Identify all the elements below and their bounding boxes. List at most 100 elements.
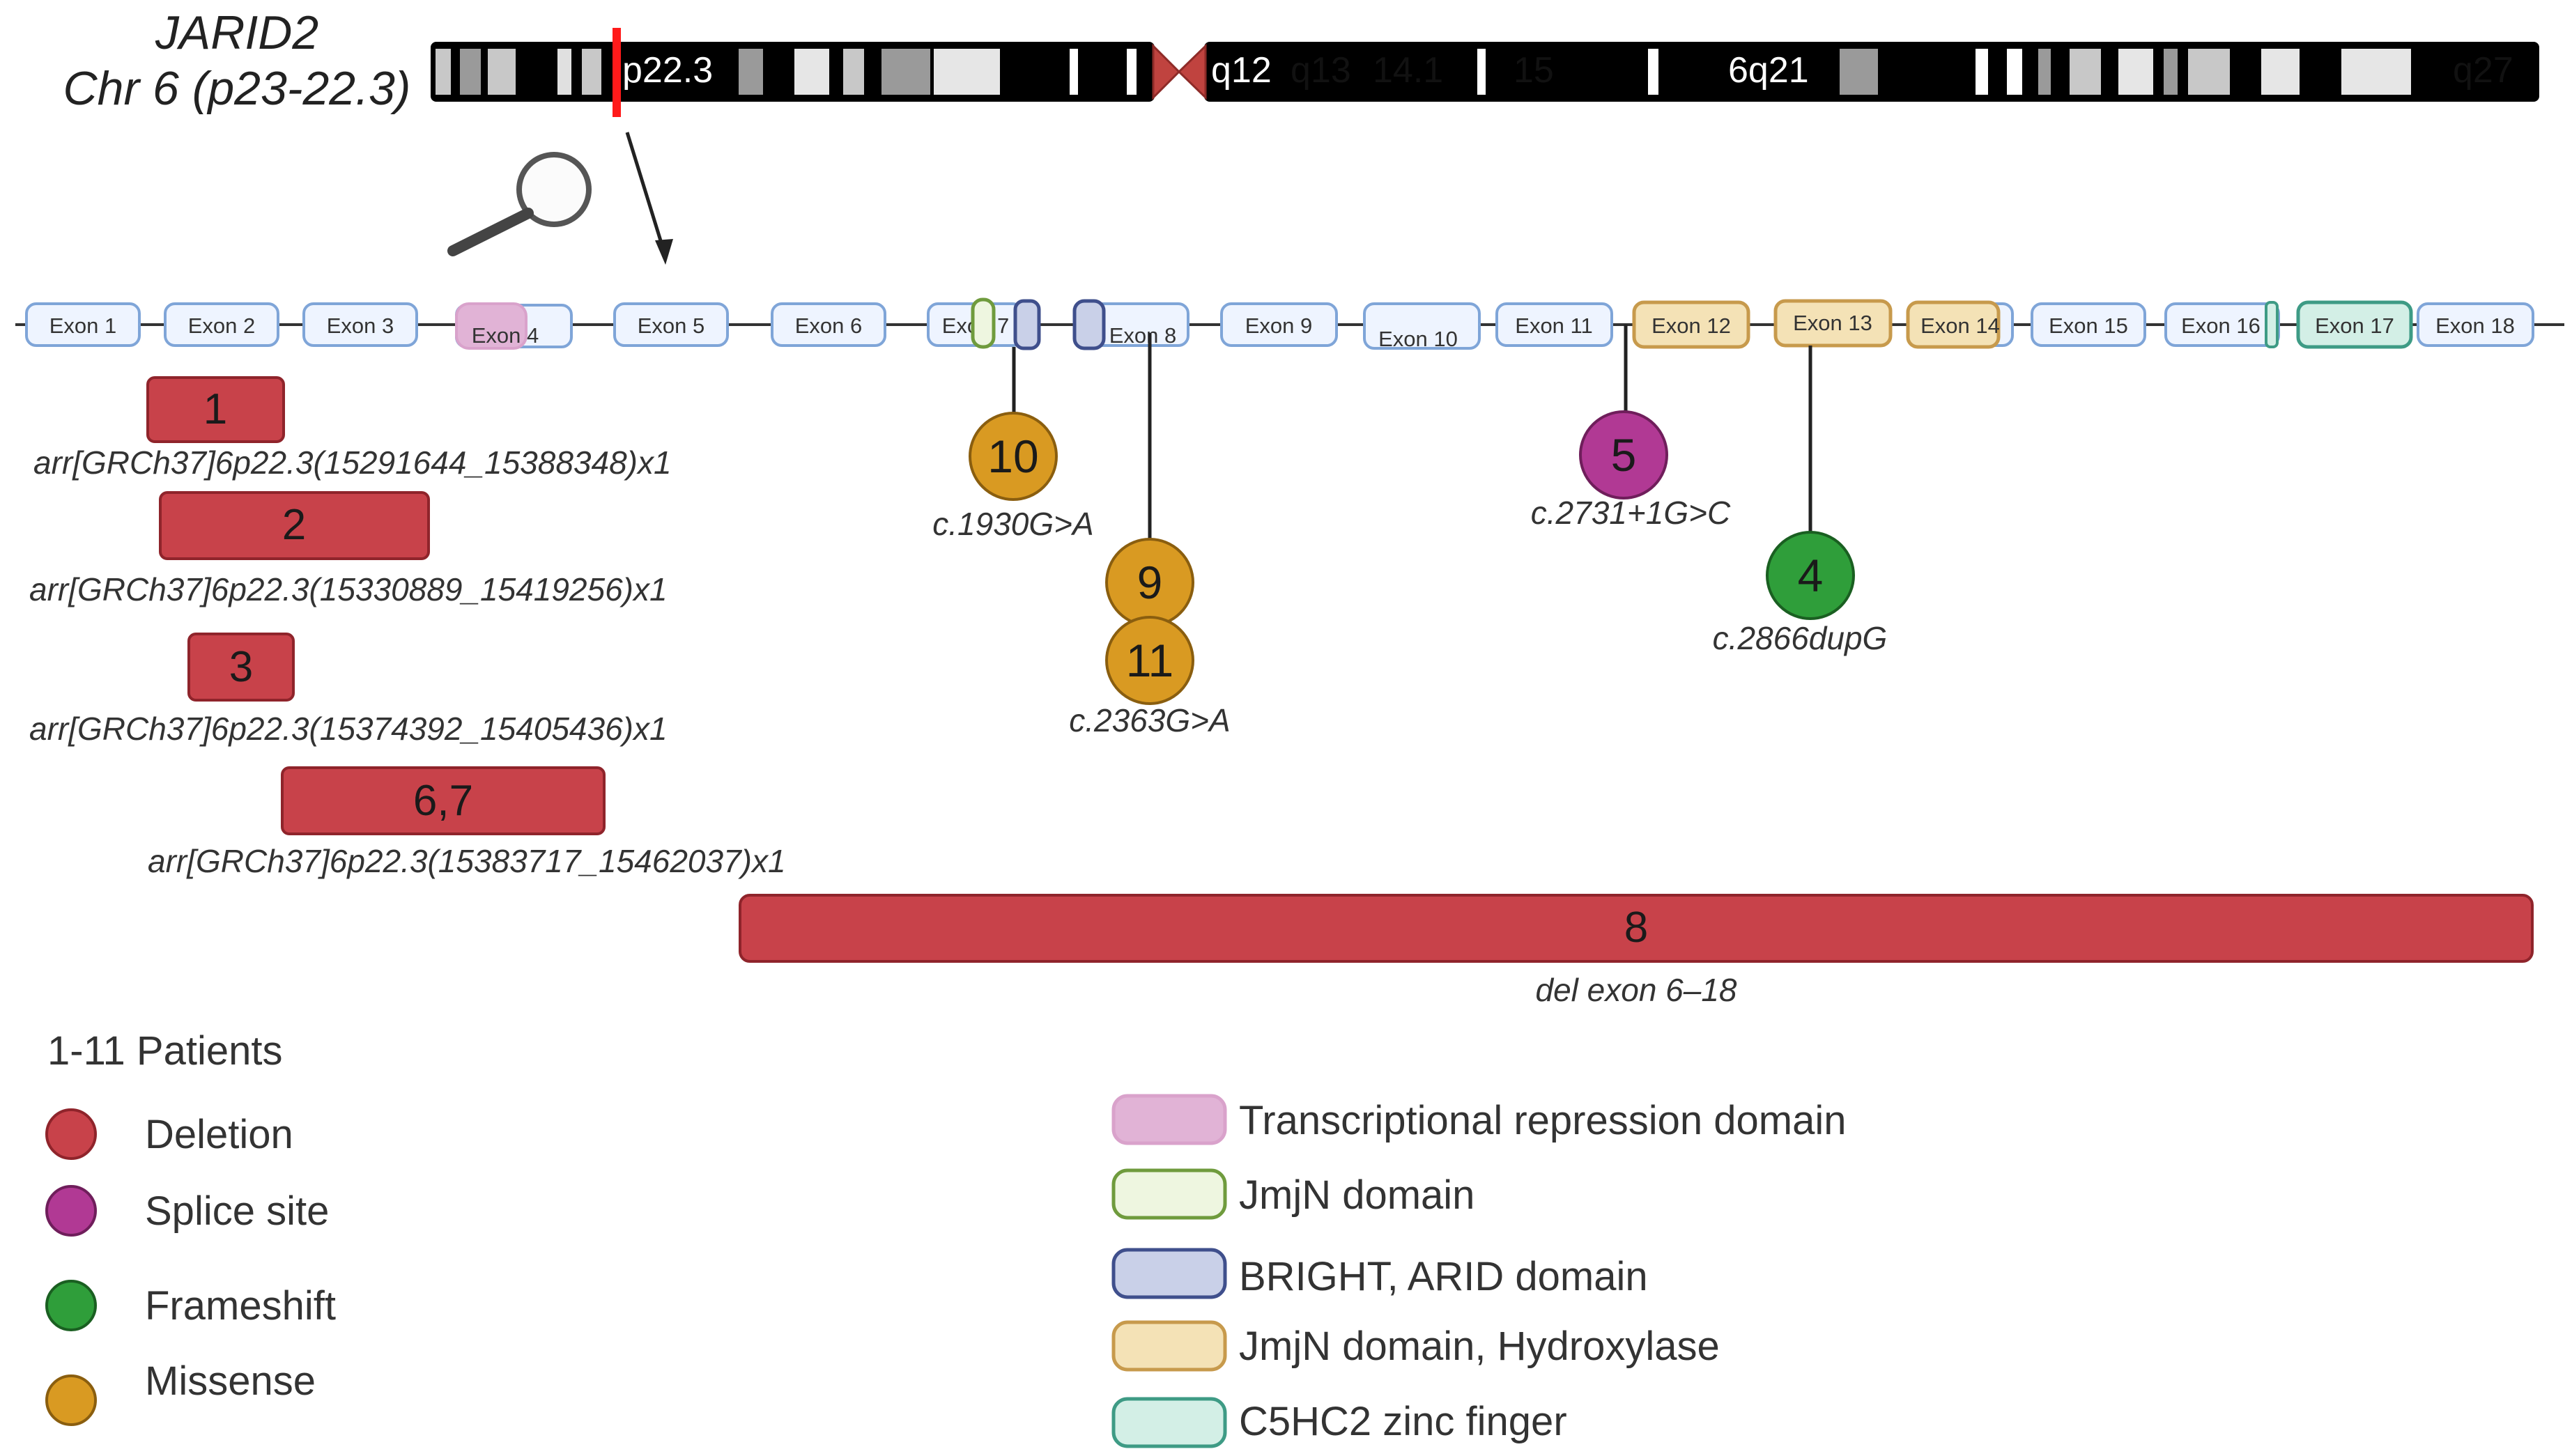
chromosome-band xyxy=(2118,49,2153,95)
chromosome-band xyxy=(582,49,601,95)
chromosome-band xyxy=(934,49,1000,95)
chromosome-band xyxy=(881,49,930,95)
chromosome-band xyxy=(1127,49,1137,95)
chromosome-band xyxy=(794,49,829,95)
legend-swatch xyxy=(45,1374,97,1426)
legend-label: C5HC2 zinc finger xyxy=(1239,1399,1567,1444)
exon-15-box xyxy=(2031,302,2146,347)
variant-marker xyxy=(1766,531,1855,620)
deletion-id: 1 xyxy=(203,385,227,433)
chromosome-band xyxy=(739,49,763,95)
variant-hgvs: c.2866dupG xyxy=(1713,620,1888,656)
legend-label: Splice site xyxy=(145,1188,329,1234)
variant-marker xyxy=(1105,616,1194,705)
legend-label: JmjN domain xyxy=(1239,1172,1474,1218)
chromosome-band xyxy=(2164,49,2178,95)
legend-label: Transcriptional repression domain xyxy=(1239,1098,1846,1143)
hydroxylase-domain xyxy=(1906,300,2001,349)
deletion-annotation: arr[GRCh37]6p22.3(15374392_15405436)x1 xyxy=(29,711,668,747)
deletion-id: 3 xyxy=(229,643,253,691)
variant-marker xyxy=(969,412,1058,501)
deletion-annotation: arr[GRCh37]6p22.3(15383717_15462037)x1 xyxy=(148,843,786,879)
exon-2-box xyxy=(164,302,279,347)
exon-label: Exon 9 xyxy=(1245,313,1313,338)
legend-swatch xyxy=(45,1185,97,1237)
deletion-id: 6,7 xyxy=(413,777,473,825)
band-label: q13 xyxy=(1291,50,1351,91)
exon-label: Exon 15 xyxy=(2049,313,2128,338)
band-label: q27 xyxy=(2453,50,2513,91)
band-label: p22.3 xyxy=(622,50,713,91)
legend-label: Deletion xyxy=(145,1112,293,1157)
band-label: 6q21 xyxy=(1728,50,1809,91)
exon-label: Exon 4 xyxy=(472,323,539,348)
exon-label: Exon 17 xyxy=(2315,313,2394,338)
chromosome-band xyxy=(2007,49,2022,95)
exon-9-box xyxy=(1220,302,1338,347)
legend-swatch xyxy=(1111,1168,1227,1220)
exon-label: Exon 5 xyxy=(638,313,705,338)
band-label: 15 xyxy=(1514,50,1554,91)
variant-id: 9 xyxy=(1137,557,1163,608)
gene-name: JARID2 xyxy=(155,6,318,59)
repression-domain xyxy=(455,302,528,350)
zoom-arrow-head xyxy=(655,239,673,265)
exon-10-box xyxy=(1363,302,1481,350)
legend-swatch xyxy=(1111,1397,1227,1448)
variant-marker xyxy=(1579,410,1668,499)
chromosome-band xyxy=(1477,49,1486,95)
exon-17-box xyxy=(2296,300,2413,349)
chromosome-band xyxy=(1070,49,1078,95)
gene-location: Chr 6 (p23-22.3) xyxy=(63,62,411,115)
legend-swatch xyxy=(1111,1248,1227,1299)
chromosome-band xyxy=(2341,49,2411,95)
band-label: 14.1 xyxy=(1373,50,1443,91)
deletion-annotation: del exon 6–18 xyxy=(1535,972,1737,1008)
exon-label: Exon 18 xyxy=(2435,313,2515,338)
variant-hgvs: c.2731+1G>C xyxy=(1531,495,1731,531)
exon-label: Exon 8 xyxy=(1109,323,1177,348)
exon-6-box xyxy=(771,302,886,347)
exon-label: Exon 13 xyxy=(1793,311,1872,335)
deletion-bar xyxy=(146,376,285,443)
variant-id: 10 xyxy=(987,431,1038,482)
legend-label: Missense xyxy=(145,1358,316,1404)
variant-hgvs: c.2363G>A xyxy=(1069,702,1230,738)
exon-label: Exon 3 xyxy=(327,313,394,338)
chromosome-band xyxy=(2038,49,2051,95)
deletion-bar xyxy=(281,766,606,835)
chromosome-p-arm xyxy=(431,42,1155,102)
variant-id: 11 xyxy=(1126,635,1174,686)
exon-11-box xyxy=(1495,302,1613,347)
chromosome-band xyxy=(1976,49,1988,95)
exon-label: Exon 12 xyxy=(1651,313,1731,338)
deletion-id: 2 xyxy=(282,501,306,549)
arid-domain xyxy=(1072,299,1106,350)
variant-hgvs: c.1930G>A xyxy=(932,506,1093,542)
legend-swatch xyxy=(45,1108,97,1160)
chromosome-band xyxy=(2188,49,2230,95)
chromosome-band xyxy=(460,49,481,95)
chromosome-band xyxy=(843,49,864,95)
variant-track: 10 c.1930G>A 9 11 c.2363G>A 5 c.2731+1G>… xyxy=(932,325,1887,738)
legend-swatch xyxy=(1111,1094,1227,1145)
gene-position-marker xyxy=(613,28,621,117)
exon-label: Exon 6 xyxy=(795,313,863,338)
exon-18-box xyxy=(2417,302,2534,347)
exon-label: Exon 14 xyxy=(1920,313,2000,338)
exon-12-box xyxy=(1632,300,1750,349)
deletion-bar xyxy=(739,894,2534,963)
chromosome-band xyxy=(436,49,451,95)
arid-domain xyxy=(1013,299,1041,350)
exon-label: Exon 1 xyxy=(49,313,117,338)
legend-patients: 1-11 Patients Deletion Splice site Frame… xyxy=(45,1028,336,1426)
legend-swatch xyxy=(45,1280,97,1331)
chromosome-band xyxy=(557,49,571,95)
band-label: q12 xyxy=(1211,50,1272,91)
jmjn-domain xyxy=(971,297,996,349)
exon-3-box xyxy=(302,302,418,347)
deletion-annotation: arr[GRCh37]6p22.3(15330889_15419256)x1 xyxy=(29,571,668,607)
zinc-finger-domain xyxy=(2265,301,2279,348)
exon-1-box xyxy=(25,302,141,347)
